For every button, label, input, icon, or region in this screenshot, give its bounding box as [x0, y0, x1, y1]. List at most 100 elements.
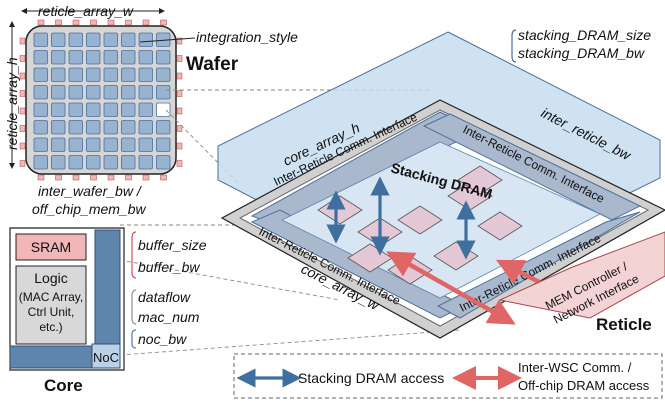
wafer-reticle-cell — [121, 102, 136, 117]
legend: Stacking DRAM access Inter-WSC Comm. / O… — [233, 353, 663, 399]
noc-label: NoC — [93, 350, 119, 365]
stacking-dram-bw-label: stacking_DRAM_bw — [518, 45, 645, 61]
wafer-io-pads — [19, 19, 183, 181]
io-pad — [142, 174, 150, 181]
wafer-reticle-cell — [33, 102, 48, 117]
io-pad — [19, 160, 26, 167]
param-dataflow: dataflow — [138, 289, 191, 305]
wafer-reticle-cell — [103, 102, 118, 117]
wafer-reticle-cell — [156, 67, 171, 82]
io-pad — [176, 125, 183, 132]
wafer-reticle-cell — [51, 32, 66, 47]
core-title: Core — [44, 376, 83, 395]
wafer-reticle-cell — [103, 50, 118, 65]
wafer-reticle-cell — [33, 32, 48, 47]
wafer-reticle-cell — [33, 120, 48, 135]
wafer-reticle-cell — [33, 137, 48, 152]
wafer-reticle-cell — [68, 50, 83, 65]
io-pad — [19, 55, 26, 62]
io-pad — [37, 19, 45, 26]
wafer-reticle-cell — [68, 137, 83, 152]
wafer-reticle-cell — [156, 155, 171, 170]
wafer-reticle-cell — [121, 137, 136, 152]
io-pad — [72, 174, 80, 181]
io-pad — [176, 90, 183, 97]
wafer-reticle-cell — [121, 32, 136, 47]
io-pad — [90, 19, 97, 26]
wafer-reticle-cell — [156, 120, 171, 135]
io-pad — [107, 19, 115, 26]
wafer-reticle-cell — [68, 85, 83, 100]
wafer-reticle-cell — [33, 67, 48, 82]
wafer-reticle-cell — [138, 137, 153, 152]
wafer-reticle-cell — [138, 50, 153, 65]
wafer-reticle-cell — [51, 137, 66, 152]
wafer-reticle-cell — [121, 85, 136, 100]
wafer-reticle-cell — [103, 120, 118, 135]
stacking-dram-size-label: stacking_DRAM_size — [518, 27, 651, 43]
param-buffer-bw: buffer_bw — [138, 259, 200, 275]
wafer-reticle-cell — [138, 85, 153, 100]
wafer-reticle-cell — [68, 120, 83, 135]
io-pad — [19, 125, 26, 132]
param-noc-bw: noc_bw — [138, 331, 187, 347]
sram-label: SRAM — [31, 239, 71, 255]
param-buffer-size: buffer_size — [138, 237, 207, 253]
wafer-reticle-cell — [68, 102, 83, 117]
io-pad — [125, 19, 132, 26]
wafer-reticle-cell — [103, 85, 118, 100]
logic-detail-1: (MAC Array, — [19, 290, 83, 304]
wafer-reticle-cell — [86, 32, 101, 47]
reticle-array-h-label: reticle_array_h — [4, 57, 20, 150]
off-chip-mem-bw-label: off_chip_mem_bw — [32, 201, 147, 217]
io-pad — [176, 160, 183, 167]
wafer-reticle-cell — [86, 67, 101, 82]
core-tile — [457, 165, 503, 195]
io-pad — [19, 142, 26, 150]
wafer-reticle-cell — [86, 137, 101, 152]
io-pad — [55, 174, 62, 181]
reticle-group: stacking_DRAM_size stacking_DRAM_bw inte… — [217, 27, 665, 339]
wafer-reticle-cell — [138, 67, 153, 82]
wafer-reticle-cell — [51, 102, 66, 117]
wafer-reticle-cell — [86, 85, 101, 100]
wafer-reticle-cell — [68, 155, 83, 170]
wafer-reticle-cell — [121, 67, 136, 82]
io-pad — [19, 72, 26, 80]
wafer-reticle-grid — [33, 32, 171, 170]
legend-inter-wsc-2: Off-chip DRAM access — [518, 378, 650, 393]
wafer-reticle-cell — [138, 32, 153, 47]
wafer-reticle-cell — [121, 155, 136, 170]
sram-block — [15, 233, 87, 261]
wafer-reticle-cell — [51, 85, 66, 100]
wafer-group: reticle_array_w reticle_array_h integrat… — [4, 3, 298, 217]
io-pad — [19, 37, 26, 45]
io-pad — [160, 174, 167, 181]
wafer-reticle-cell — [103, 67, 118, 82]
io-pad — [176, 142, 183, 150]
io-pad — [125, 174, 132, 181]
logic-detail-2: Ctrl Unit, — [28, 305, 75, 319]
wafer-reticle-cell — [103, 32, 118, 47]
io-pad — [19, 107, 26, 115]
mem-controller-block — [498, 231, 665, 319]
inter-wafer-bw-label: inter_wafer_bw / — [38, 183, 143, 199]
wafer-reticle-cell — [33, 85, 48, 100]
wafer-reticle-cell — [138, 102, 153, 117]
wafer-reticle-cell — [51, 67, 66, 82]
wafer-reticle-cell — [103, 137, 118, 152]
wafer-reticle-cell — [51, 120, 66, 135]
logic-label: Logic — [34, 270, 67, 286]
param-mac-num: mac_num — [138, 309, 200, 325]
io-pad — [19, 90, 26, 97]
wafer-reticle-cell — [156, 85, 171, 100]
wafer-reticle-cell — [156, 137, 171, 152]
io-pad — [55, 19, 62, 26]
wafer-reticle-cell — [86, 120, 101, 135]
wafer-reticle-cell — [86, 155, 101, 170]
logic-block — [15, 265, 87, 345]
reticle-title: Reticle — [596, 315, 652, 334]
io-pad — [176, 107, 183, 115]
io-pad — [176, 37, 183, 45]
